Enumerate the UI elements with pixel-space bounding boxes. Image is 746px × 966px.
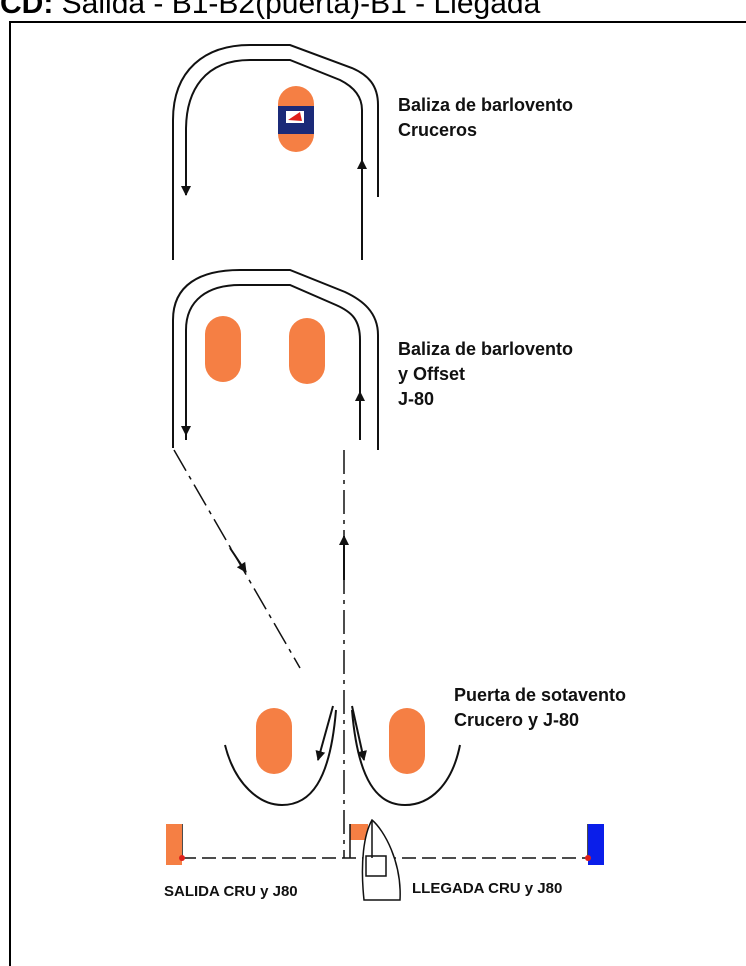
title-text: Salida - B1-B2(puerta)-B1 - Llegada [61, 0, 541, 20]
label-line: Crucero y J-80 [454, 710, 580, 730]
label-line: Baliza de barlovento [398, 339, 574, 359]
label-finish-line: LLEGADA CRU y J80 [412, 880, 563, 897]
label-start-line: SALIDA CRU y J80 [164, 883, 298, 900]
arrow-icon [229, 547, 247, 573]
label-line: Cruceros [398, 120, 478, 140]
course-loop-mid-outer [172, 269, 379, 450]
title-prefix: CD: [0, 0, 54, 20]
buoy-gate-right [389, 708, 425, 774]
diagram-border [9, 21, 746, 966]
arrow-icon [315, 705, 334, 761]
buoy-gate-left [256, 708, 292, 774]
buoy-offset [289, 318, 325, 384]
label-windward-cruisers: Baliza de barlovento Cruceros [398, 93, 573, 143]
page-title: CD: Salida - B1-B2(puerta)-B1 - Llegada [0, 0, 540, 21]
label-line: J-80 [398, 389, 435, 409]
buoy-windward-left [205, 316, 241, 382]
label-windward-offset: Baliza de barlovento y Offset J-80 [398, 337, 573, 412]
label-line: Puerta de sotavento [454, 685, 627, 705]
boat-icon [349, 818, 401, 901]
label-leeward-gate: Puerta de sotavento Crucero y J-80 [454, 683, 626, 733]
course-loop-mid-inner [185, 284, 361, 440]
label-line: y Offset [398, 364, 466, 384]
arrow-icon [351, 705, 367, 761]
course-loop-top-outer [172, 44, 379, 260]
buoy-windward-cruisers [278, 86, 314, 152]
label-line: Baliza de barlovento [398, 95, 574, 115]
gate-rounding-left [224, 709, 337, 807]
course-loop-top-inner [185, 59, 363, 260]
flag-icon [585, 824, 604, 865]
flag-icon [166, 824, 185, 865]
